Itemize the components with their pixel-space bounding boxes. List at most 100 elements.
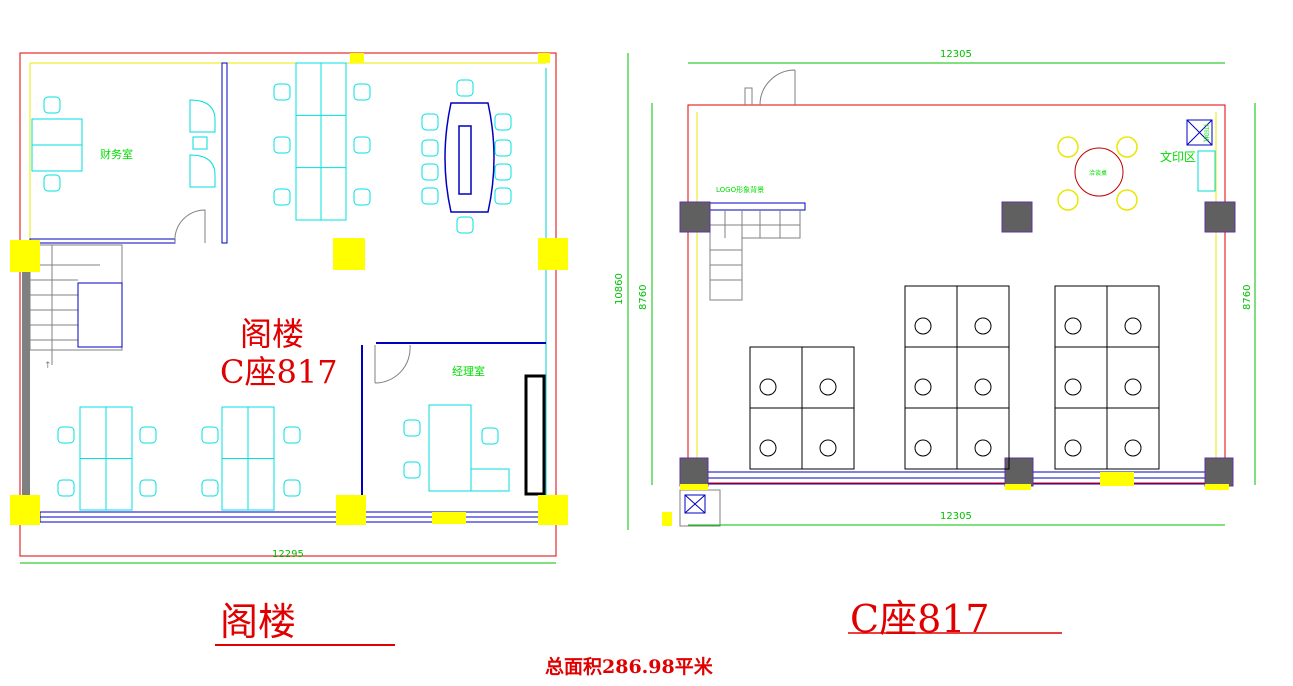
elevator-cross-mark xyxy=(684,494,706,514)
unit-caption: C座817 xyxy=(850,597,990,641)
print-area-label: 文印区 xyxy=(1160,149,1196,164)
workstation xyxy=(1054,407,1108,470)
pillar xyxy=(1004,457,1034,487)
chair xyxy=(403,461,421,479)
pillar xyxy=(336,495,366,525)
pillar xyxy=(538,495,568,525)
pillar xyxy=(10,240,40,272)
unit-dimensions xyxy=(651,62,1256,526)
finance-door xyxy=(174,209,206,244)
chair xyxy=(353,83,371,101)
chair xyxy=(43,174,61,192)
workstation xyxy=(956,285,1010,348)
workstation-chair xyxy=(1064,378,1082,396)
pillar xyxy=(432,512,466,524)
workstation xyxy=(1054,285,1108,348)
pillar xyxy=(538,53,550,63)
workstation xyxy=(749,346,803,409)
workstation xyxy=(749,407,803,470)
chair xyxy=(494,139,512,157)
workstation xyxy=(801,407,855,470)
workstation-chair xyxy=(914,378,932,396)
workstation xyxy=(904,407,958,470)
chair xyxy=(139,479,157,497)
workstation-chair xyxy=(1124,439,1142,457)
chair xyxy=(43,96,61,114)
unit-staircase xyxy=(709,202,806,301)
pillar xyxy=(1204,201,1236,233)
workstation-chair xyxy=(819,378,837,396)
pillar xyxy=(679,457,709,487)
workstation-chair xyxy=(914,317,932,335)
chair xyxy=(481,427,499,445)
bookshelf xyxy=(524,374,546,496)
chair xyxy=(283,426,301,444)
manager-desk xyxy=(428,404,472,492)
attic-furniture xyxy=(43,62,512,511)
chair xyxy=(273,136,291,154)
chair xyxy=(201,426,219,444)
finance-right-wall xyxy=(221,62,228,244)
pillar xyxy=(538,238,568,270)
finance-bottom-wall xyxy=(29,238,176,244)
chair xyxy=(283,479,301,497)
logo-wall-label: LOGO形象背景 xyxy=(716,185,764,194)
chair xyxy=(139,426,157,444)
chair xyxy=(273,188,291,206)
workstation-chair xyxy=(819,439,837,457)
chair xyxy=(57,426,75,444)
chair xyxy=(494,113,512,131)
workstation xyxy=(1106,407,1160,470)
unit-pillars xyxy=(662,201,1236,526)
workstation xyxy=(904,346,958,409)
chair xyxy=(421,113,439,131)
cabinet xyxy=(189,99,216,188)
attic-height-dimension: 10860 xyxy=(614,273,625,305)
printer-cross-mark xyxy=(1186,119,1213,146)
chair xyxy=(353,136,371,154)
workstation xyxy=(956,346,1010,409)
workstation xyxy=(956,407,1010,470)
chair xyxy=(456,79,474,97)
attic-width-dimension: 12295 xyxy=(272,549,304,560)
workstation xyxy=(1106,285,1160,348)
pillar xyxy=(350,53,364,63)
workstation-chair xyxy=(1064,439,1082,457)
attic-caption: 阁楼 xyxy=(220,600,296,644)
pillar xyxy=(679,201,711,233)
print-cabinet xyxy=(1197,150,1216,192)
meeting-table-label: 洽谈桌 xyxy=(1089,169,1107,177)
workstation-chair xyxy=(1124,317,1142,335)
chair xyxy=(273,83,291,101)
printer-label: 打印机 xyxy=(1202,124,1210,142)
workstation xyxy=(1054,346,1108,409)
pillar xyxy=(333,238,365,270)
workstation xyxy=(1106,346,1160,409)
manager-room: 经理室 xyxy=(361,342,546,500)
manager-desk-return xyxy=(470,468,510,492)
pillar-marker xyxy=(662,512,672,526)
attic-plan: 财务室 ↑ 经理室 阁楼 C座817 xyxy=(10,52,629,564)
workstation xyxy=(904,285,958,348)
workstation-area xyxy=(749,285,1160,470)
attic-dimensions xyxy=(20,53,629,564)
conference-table xyxy=(444,102,495,213)
workstation-chair xyxy=(974,378,992,396)
stair-direction-arrow-icon: ↑ xyxy=(44,361,52,371)
chair xyxy=(57,479,75,497)
pillar xyxy=(10,495,40,525)
finance-room-label: 财务室 xyxy=(100,147,133,161)
attic-pillars xyxy=(10,53,568,525)
manager-room-door xyxy=(374,344,411,384)
attic-unit-title: C座817 xyxy=(220,353,338,391)
entrance-door xyxy=(744,69,796,106)
pillar-marker xyxy=(1005,484,1031,490)
workstation-chair xyxy=(914,439,932,457)
unit-817-plan: LOGO形象背景 洽谈桌 文印区 打印机 12305 12305 8760 87… xyxy=(638,49,1256,527)
unit-right-height: 8760 xyxy=(1242,285,1253,310)
attic-outline xyxy=(19,52,557,557)
manager-room-label: 经理室 xyxy=(452,364,485,378)
workstation xyxy=(801,346,855,409)
pillar-marker xyxy=(1100,472,1134,486)
chair xyxy=(421,163,439,181)
